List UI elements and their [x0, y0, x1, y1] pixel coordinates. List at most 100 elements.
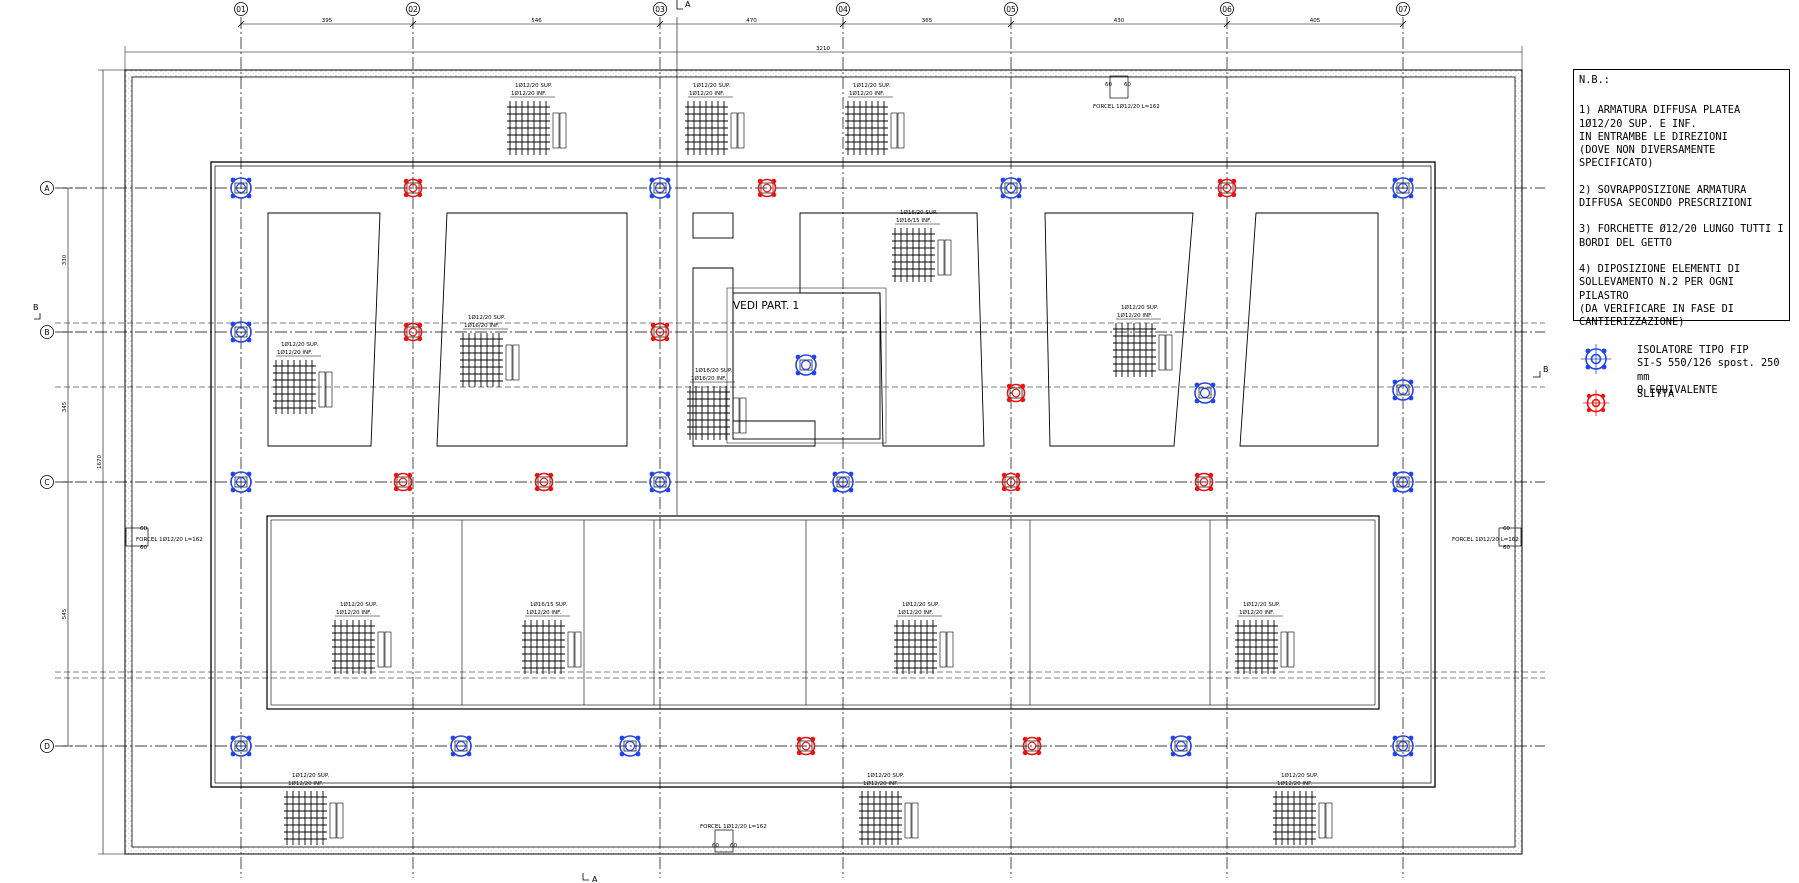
rebar-tag-inf: 1Ø12/20 INF. [277, 349, 312, 356]
svg-text:60: 60 [730, 843, 737, 849]
dim-span-label: 395 [322, 18, 333, 24]
rebar-tag-inf: 1Ø16/20 INF. [464, 322, 499, 329]
svg-text:60: 60 [712, 843, 719, 849]
dim-overall-label: 3210 [816, 46, 830, 52]
rebar-tag-sup: 1Ø12/20 SUP. [340, 601, 377, 608]
rebar-tag-inf: 1Ø12/20 INF. [526, 609, 561, 616]
dim-row-label: 345 [62, 401, 68, 412]
isolator-support [1194, 382, 1216, 404]
rebar-tag-inf: 1Ø12/20 INF. [511, 90, 546, 97]
dim-tick [656, 20, 664, 28]
rebar-tag-sup: 1Ø16/20 SUP. [695, 367, 732, 374]
slider-support [1217, 178, 1237, 198]
legend-row-slider: SLITTA [1580, 387, 1795, 431]
grid-bubble-col [1004, 2, 1018, 16]
detail-reference-label: VEDI PART. 1 [733, 300, 799, 312]
rebar-mesh: 1Ø16/20 SUP.1Ø16/20 INF. [687, 367, 747, 440]
rebar-mesh: 1Ø12/20 SUP.1Ø12/20 INF. [1273, 772, 1333, 845]
section-marks: A A B B [33, 0, 1549, 883]
legend-row-isolator: ISOLATORE TIPO FIP SI-S 550/126 spost. 2… [1580, 343, 1795, 396]
grid-bubble-col [836, 2, 850, 16]
rebar-mesh: 1Ø16/15 SUP.1Ø12/20 INF. [522, 601, 582, 674]
rebar-tag-inf: 1Ø12/20 INF. [336, 609, 371, 616]
rebar-tag-inf: 1Ø12/20 INF. [288, 780, 323, 787]
rebar-mesh: 1Ø12/20 SUP.1Ø12/20 INF. [332, 601, 392, 674]
grid-label-col: 03 [655, 5, 665, 14]
rebar-tag-sup: 1Ø12/20 SUP. [902, 601, 939, 608]
dim-row-label: 545 [62, 608, 68, 619]
isolator-support [1392, 379, 1414, 401]
isolator-support [1392, 735, 1414, 757]
grid-bubble-col [406, 2, 420, 16]
forcel-label-right: FORCEL 1Ø12/20 L=162 [1452, 536, 1519, 543]
section-mark-top: A [685, 0, 691, 9]
dim-tick [839, 20, 847, 28]
rebar-tag-sup: 1Ø12/20 SUP. [1281, 772, 1318, 779]
forcel-label-left: FORCEL 1Ø12/20 L=162 [136, 536, 203, 543]
section-mark-left: B [33, 303, 39, 312]
dim-tick [409, 20, 417, 28]
slider-support [757, 178, 777, 198]
dim-tick [1399, 20, 1407, 28]
rebar-tag-sup: 1Ø12/20 SUP. [1243, 601, 1280, 608]
isolator-support [230, 735, 252, 757]
rebar-mesh: 1Ø12/20 SUP.1Ø16/20 INF. [460, 314, 520, 387]
isolator-support [1392, 177, 1414, 199]
grid-label-col: 07 [1398, 5, 1408, 14]
slider-support [1006, 383, 1026, 403]
rebar-mesh: 1Ø12/20 SUP.1Ø12/20 INF. [845, 82, 905, 155]
rebar-mesh: 1Ø12/20 SUP.1Ø12/20 INF. [273, 341, 333, 414]
notes-title: N.B.: [1579, 74, 1610, 86]
rebar-tag-sup: 1Ø12/20 SUP. [468, 314, 505, 321]
dim-tick [1223, 20, 1231, 28]
rebar-tag-sup: 1Ø16/20 SUP. [900, 209, 937, 216]
perimeter-beam [210, 161, 1436, 788]
dim-tick [1007, 20, 1015, 28]
rebar-mesh: 1Ø12/20 SUP.1Ø12/20 INF. [685, 82, 745, 155]
isolator-support [795, 354, 817, 376]
rebar-tag-inf: 1Ø12/20 INF. [1239, 609, 1274, 616]
slider-support [403, 322, 423, 342]
dim-row-label: 330 [62, 254, 68, 265]
grid-bubble-col [234, 2, 248, 16]
grid-bubble-col [1220, 2, 1234, 16]
grid-bubble-row [40, 739, 54, 753]
dim-span-label: 405 [1310, 18, 1321, 24]
slider-support [1194, 472, 1214, 492]
rebar-mesh: 1Ø12/20 SUP.1Ø12/20 INF. [507, 82, 567, 155]
rebar-tag-sup: 1Ø12/20 SUP. [292, 772, 329, 779]
slider-support [1001, 472, 1021, 492]
rebar-mesh: 1Ø12/20 SUP.1Ø12/20 INF. [1235, 601, 1295, 674]
grid-label-col: 06 [1222, 5, 1232, 14]
legend: ISOLATORE TIPO FIP SI-S 550/126 spost. 2… [1580, 343, 1795, 431]
rebar-tag-sup: 1Ø12/20 SUP. [1121, 304, 1158, 311]
slab-outline [124, 69, 1523, 855]
isolator-legend-icon [1581, 344, 1611, 374]
rebar-tag-sup: 1Ø12/20 SUP. [867, 772, 904, 779]
dim-span-label: 430 [1114, 18, 1125, 24]
rebar-tag-inf: 1Ø12/20 INF. [1277, 780, 1312, 787]
grid-bubble-col [1396, 2, 1410, 16]
rebar-tag-inf: 1Ø12/20 INF. [849, 90, 884, 97]
rebar-tag-inf: 1Ø16/20 INF. [691, 375, 726, 382]
isolator-support [1170, 735, 1192, 757]
grid-label-row: C [44, 478, 49, 487]
svg-text:60: 60 [1503, 526, 1510, 532]
grid-label-col: 04 [838, 5, 848, 14]
slider-support [796, 736, 816, 756]
rebar-tag-sup: 1Ø12/20 SUP. [853, 82, 890, 89]
rebar-mesh: 1Ø12/20 SUP.1Ø12/20 INF. [284, 772, 344, 845]
grid-label-row: B [44, 328, 49, 337]
svg-text:60: 60 [1503, 545, 1510, 551]
dim-tick [237, 20, 245, 28]
slider-support [1022, 736, 1042, 756]
isolator-support [230, 471, 252, 493]
svg-text:60: 60 [140, 545, 147, 551]
rebar-tag-sup: 1Ø12/20 SUP. [515, 82, 552, 89]
lower-opening [266, 515, 1380, 710]
slider-support [403, 178, 423, 198]
note-4: 4) DIPOSIZIONE ELEMENTI DI SOLLEVAMENTO … [1579, 262, 1741, 329]
grid-label-col: 01 [236, 5, 246, 14]
